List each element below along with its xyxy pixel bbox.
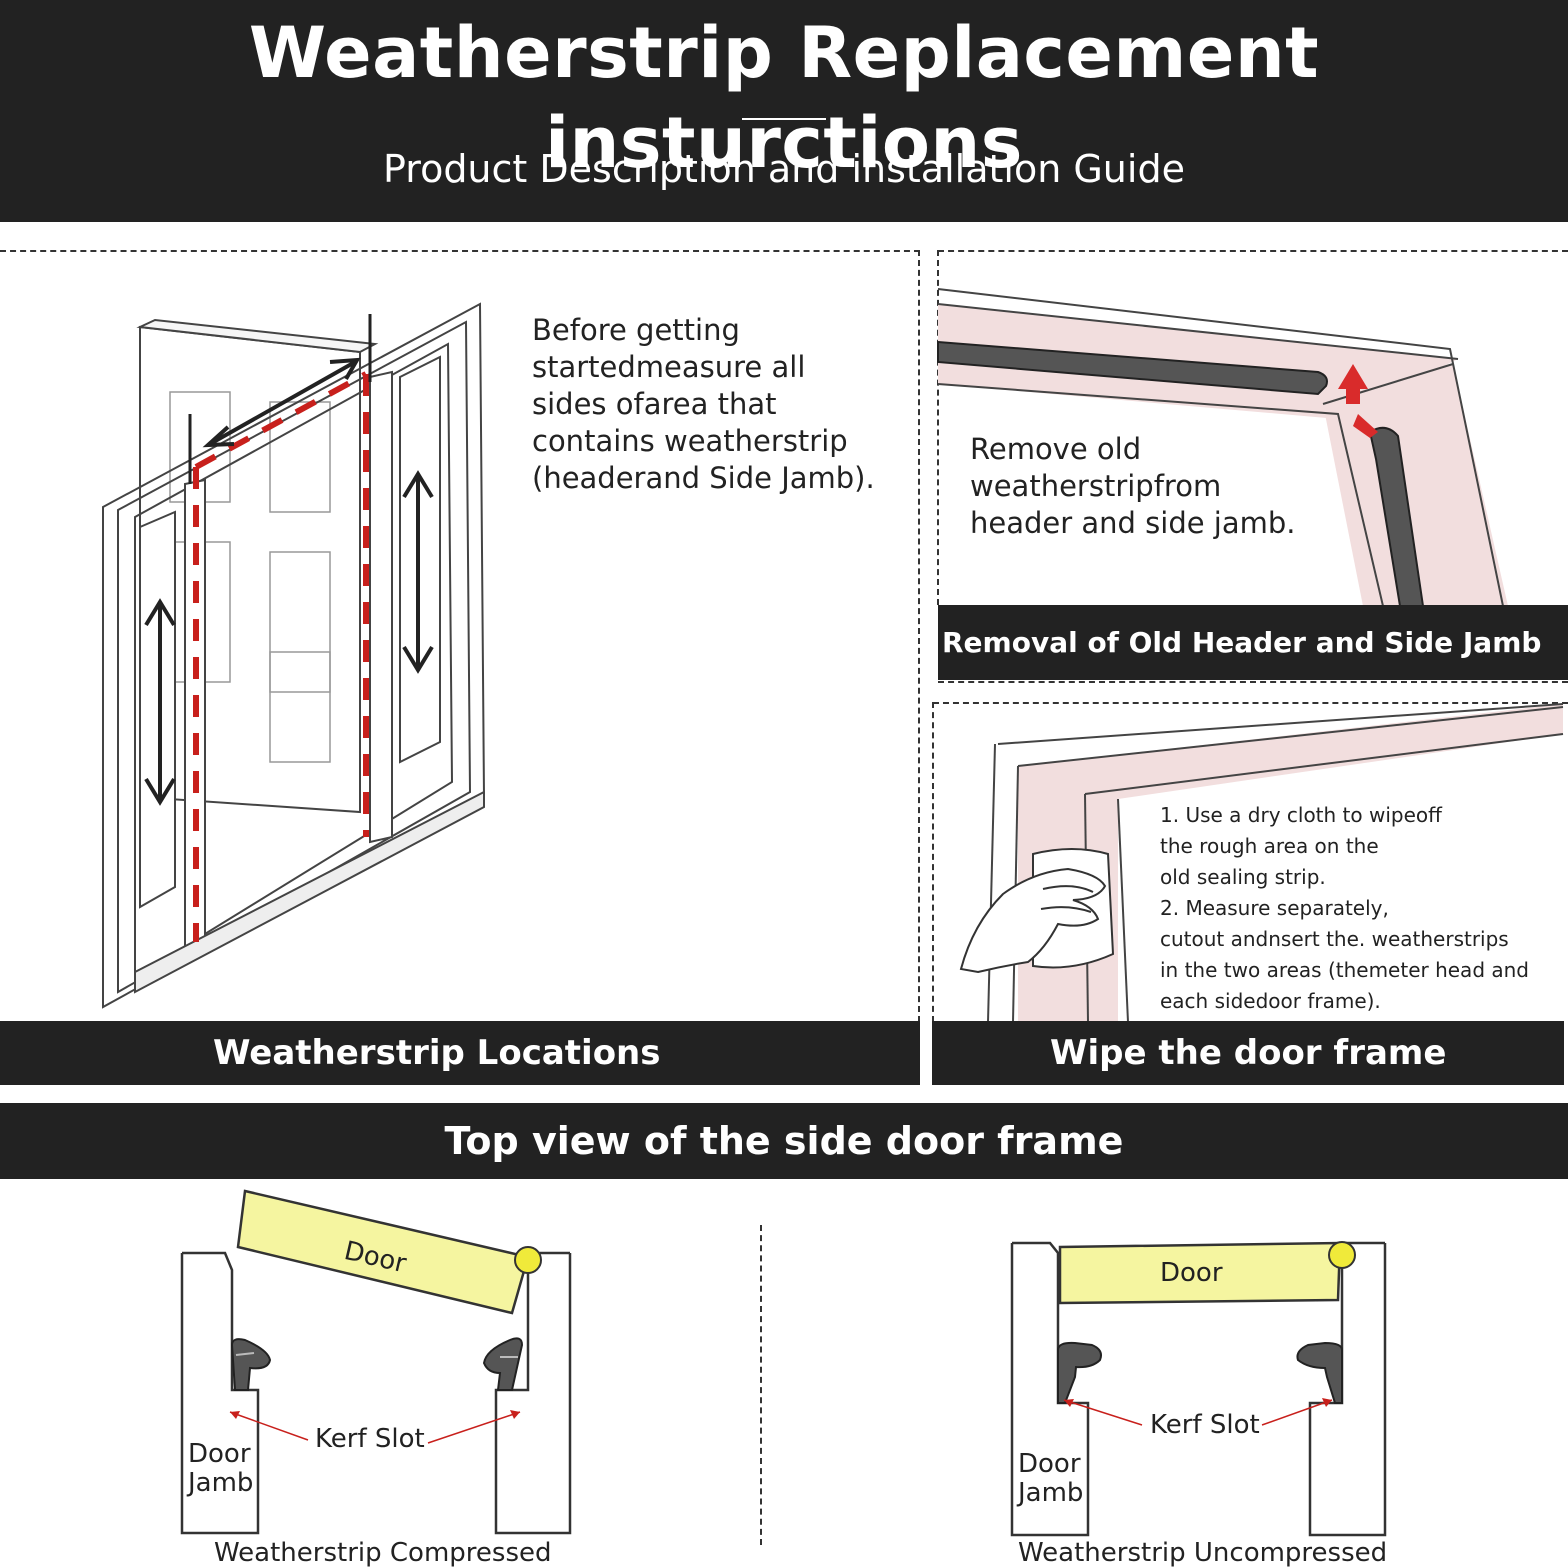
panel-border-top-right [938,250,1568,252]
double-headed-arrow-icon [144,598,176,806]
wipe-text-line: cutout andnsert the. weatherstrips [1160,927,1509,951]
compressed-kerf-label: Kerf Slot [315,1424,425,1454]
wipe-caption-bar: Wipe the door frame [932,1021,1564,1085]
header-banner: Weatherstrip Replacement insturctions Pr… [0,0,1568,222]
panel-border-wipe-top [933,702,1568,704]
page-subtitle: Product Description and installation Gui… [383,147,1185,191]
top-view-heading: Top view of the side door frame [444,1119,1124,1163]
panel-border-removal-bottom [938,681,1568,683]
locations-text-line: sides ofarea that [532,387,777,421]
jamb-label-line: Door [188,1439,251,1469]
removal-instructions: Remove old weatherstripfrom header and s… [970,431,1350,542]
uncompressed-diagram [1010,1241,1387,1537]
locations-text-line: (headerand Side Jamb). [532,461,875,495]
locations-text-line: contains weatherstrip [532,424,848,458]
locations-text-line: startedmeasure all [532,350,806,384]
removal-text-line: Remove old [970,432,1142,466]
uncompressed-caption: Weatherstrip Uncompressed [1018,1538,1388,1568]
locations-instructions: Before getting startedmeasure all sides … [532,312,912,497]
wipe-caption: Wipe the door frame [1050,1033,1447,1073]
wipe-text-line: 2. Measure separately, [1160,896,1389,920]
title-divider [742,118,826,120]
wipe-text-line: the rough area on the [1160,834,1379,858]
compressed-diagram [180,1189,572,1535]
panel-border-removal-left [937,250,939,605]
wipe-text-line: old sealing strip. [1160,865,1326,889]
jamb-label-line: Door [1018,1449,1081,1479]
page-title: Weatherstrip Replacement insturctions [248,12,1320,184]
removal-caption: Removal of Old Header and Side Jamb [942,626,1542,659]
removal-arrow-icon [1338,364,1378,438]
locations-caption: Weatherstrip Locations [213,1033,661,1073]
uncompressed-kerf-label: Kerf Slot [1150,1410,1260,1440]
compressed-caption: Weatherstrip Compressed [214,1538,552,1568]
top-view-heading-bar: Top view of the side door frame [0,1103,1568,1179]
locations-caption-bar: Weatherstrip Locations [0,1021,920,1085]
double-headed-arrow-icon [402,470,434,674]
removal-caption-bar: Removal of Old Header and Side Jamb [938,605,1568,680]
locations-text-line: Before getting [532,313,740,347]
hand-with-cloth-icon [959,848,1115,974]
removal-text-line: header and side jamb. [970,506,1296,540]
wipe-text-line: each sidedoor frame). [1160,989,1381,1013]
uncompressed-door-label: Door [1160,1258,1223,1288]
uncompressed-jamb-label: Door Jamb [1018,1450,1083,1508]
double-headed-arrow-icon [202,357,361,448]
jamb-label-line: Jamb [188,1468,254,1498]
removal-text-line: weatherstripfrom [970,469,1222,503]
wipe-instructions: 1. Use a dry cloth to wipeoff the rough … [1160,800,1560,1017]
wipe-text-line: in the two areas (themeter head and [1160,958,1529,982]
wipe-frame-illustration [959,703,1564,1023]
compressed-jamb-label: Door Jamb [188,1440,253,1498]
panel-border-divider [918,250,920,1022]
top-view-divider [760,1225,762,1545]
header-corner-illustration [937,288,1508,607]
door-frame-illustration [102,302,486,1009]
jamb-label-line: Jamb [1018,1478,1084,1508]
panel-border-top-left [0,250,920,252]
panel-border-wipe-left [932,702,934,1022]
wipe-text-line: 1. Use a dry cloth to wipeoff [1160,803,1442,827]
